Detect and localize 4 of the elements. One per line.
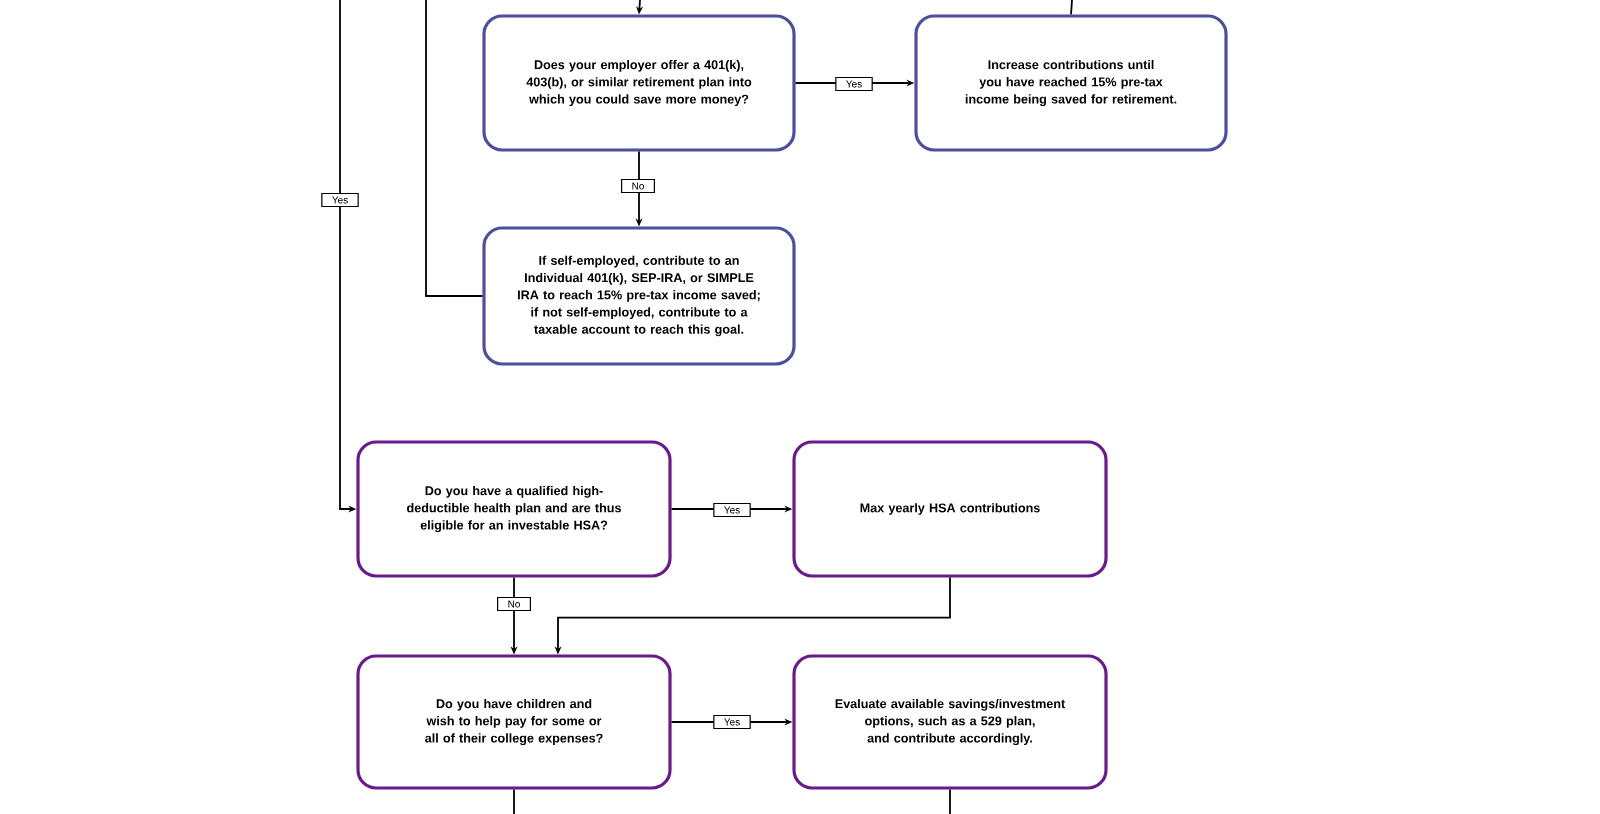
connector	[513, 788, 515, 814]
connector	[1070, 0, 1073, 16]
connector	[949, 788, 951, 814]
connector	[425, 0, 484, 297]
